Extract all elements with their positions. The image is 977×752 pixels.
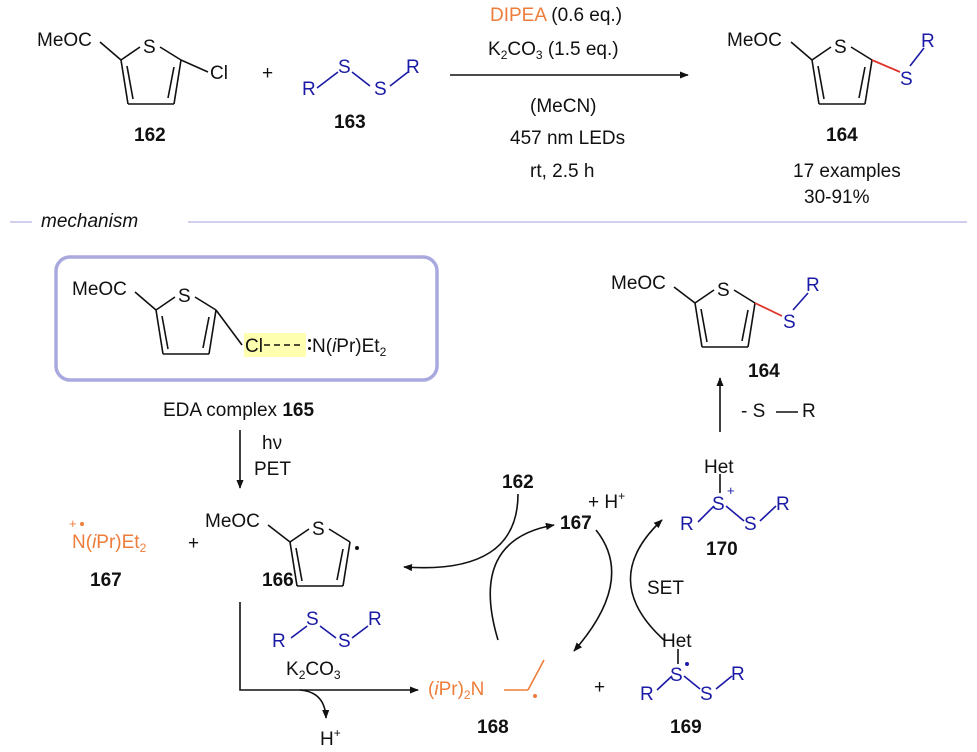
- s-r-bond-top: [909, 47, 925, 67]
- s-mech-disulfide-b: S: [338, 631, 351, 652]
- c-s-bond-mech: [754, 302, 783, 317]
- compound-170-label: 170: [706, 539, 738, 560]
- s-162: S: [143, 37, 156, 58]
- h-plus-release-arrow: [299, 689, 330, 719]
- examples-label: 17 examples: [793, 161, 901, 182]
- r-170-right: R: [776, 494, 790, 515]
- c-s-bond-top: [871, 59, 901, 73]
- solvent-label: (MeCN): [530, 96, 597, 117]
- s-164-mech-substituent: S: [783, 312, 796, 333]
- s-170-a: S: [712, 494, 725, 515]
- r-163-right: R: [406, 57, 420, 78]
- lone-pair-dot-1: [308, 339, 311, 342]
- sulfonium-170-bonds: [697, 505, 777, 523]
- radical-169-bonds: [656, 675, 733, 691]
- h-plus-released: H+: [320, 726, 341, 750]
- cl-162: Cl: [210, 63, 228, 84]
- radical-dot-169: [685, 662, 689, 666]
- reagent-dipea: DIPEA (0.6 eq.): [490, 5, 623, 26]
- r-170-left: R: [680, 514, 694, 535]
- plus-sign-mech-1: +: [188, 533, 200, 554]
- thiophene-ring-162: [99, 41, 209, 105]
- r-164-top: R: [921, 31, 935, 52]
- minus-sr-label: - S: [741, 401, 766, 422]
- cycle-arrow-168-to-167: [489, 522, 555, 641]
- s-164-top: S: [834, 37, 847, 58]
- radical-dot-168: [533, 694, 537, 698]
- compound-164-mech-label: 164: [748, 361, 780, 382]
- minus-sr-r: R: [802, 401, 816, 422]
- compound-167-label: 167: [90, 570, 122, 591]
- charge-167: +: [69, 516, 77, 531]
- meoc-164-mech: MeOC: [611, 273, 666, 294]
- compound-168-label: 168: [477, 717, 509, 738]
- reagent-k2co3: K2CO3 (1.5 eq.): [488, 39, 619, 62]
- compound-167-cycle-label: 167: [560, 513, 592, 534]
- plus-h-label: + H+: [588, 489, 626, 513]
- s-169-a: S: [670, 665, 683, 686]
- amine-radical-168-bonds: [504, 659, 545, 691]
- set-label: SET: [647, 578, 684, 599]
- thiophene-ring-164-top: [790, 41, 873, 105]
- amine-radical-cation-167: N(iPr)Et2: [72, 532, 147, 555]
- r-169-left: R: [640, 684, 654, 705]
- compound-166-label: 166: [262, 570, 294, 591]
- set-arrow-169-to-170: [629, 519, 665, 641]
- pet-label: PET: [254, 459, 291, 480]
- radical-dot-166: [355, 546, 359, 550]
- r-mech-disulfide-left: R: [272, 631, 286, 652]
- r-169-right: R: [731, 664, 745, 685]
- het-169: Het: [662, 631, 692, 652]
- radical-dot-167: [80, 522, 84, 526]
- yield-label: 30-91%: [804, 187, 870, 208]
- charge-170: +: [727, 483, 735, 498]
- plus-sign-mech-2: +: [594, 677, 606, 698]
- r-mech-disulfide-right: R: [368, 609, 382, 630]
- s-164-mech: S: [717, 280, 730, 301]
- compound-164-top-label: 164: [826, 125, 858, 146]
- s-mech-disulfide-a: S: [306, 609, 319, 630]
- amine-dipea-165: N(iPr)Et2: [312, 336, 387, 359]
- s-166: S: [312, 519, 325, 540]
- k2co3-mech: K2CO3: [286, 659, 341, 682]
- compound-162-mech-label: 162: [502, 472, 534, 493]
- plus-sign-top: +: [262, 63, 274, 84]
- s-169-b: S: [700, 684, 713, 705]
- amine-radical-168: (iPr)2N: [428, 679, 485, 702]
- hv-label: hν: [262, 433, 283, 454]
- light-label: 457 nm LEDs: [510, 128, 626, 149]
- compound-169-label: 169: [670, 717, 702, 738]
- het-170: Het: [704, 457, 734, 478]
- meoc-166: MeOC: [205, 511, 260, 532]
- s-165: S: [178, 286, 191, 307]
- s-163-a: S: [338, 57, 351, 78]
- r-163-left: R: [302, 79, 316, 100]
- s-163-b: S: [374, 79, 387, 100]
- s-r-bond-mech: [792, 292, 809, 311]
- s-170-b: S: [744, 514, 757, 535]
- disulfide-163-bonds: [316, 71, 409, 89]
- eda-complex-box: [54, 255, 439, 382]
- set-arrow-167-to-168: [573, 529, 613, 652]
- conditions-label: rt, 2.5 h: [530, 161, 595, 182]
- mechanism-section-label: mechanism: [41, 211, 139, 232]
- thiophene-ring-164-mech: [673, 286, 756, 348]
- meoc-164-top: MeOC: [727, 30, 782, 51]
- eda-complex-label: EDA complex 165: [163, 400, 315, 421]
- meoc-165: MeOC: [72, 279, 127, 300]
- disulfide-mech-bonds: [290, 625, 369, 639]
- meoc-162: MeOC: [37, 30, 92, 51]
- thiophene-ring-165: [134, 291, 243, 355]
- compound-162-label: 162: [134, 125, 166, 146]
- cycle-arrow-162-to-166: [403, 493, 519, 572]
- compound-163-label: 163: [334, 112, 366, 133]
- r-164-mech: R: [806, 275, 820, 296]
- s-164-top-substituent: S: [900, 69, 913, 90]
- cl-165: Cl: [245, 336, 263, 357]
- lone-pair-dot-2: [308, 347, 311, 350]
- radical-to-168-arrow: [239, 602, 419, 694]
- thiophene-ring-166: [267, 524, 351, 587]
